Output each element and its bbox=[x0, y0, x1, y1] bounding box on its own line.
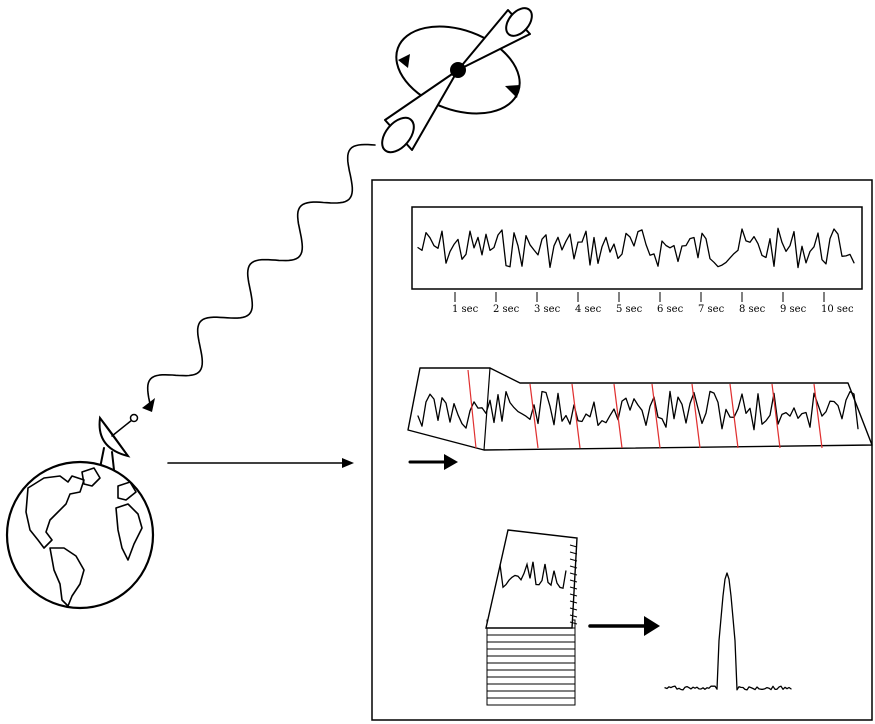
stacked-segments bbox=[485, 529, 578, 706]
time-tick-label: 10 sec bbox=[821, 304, 854, 315]
rotation-arrow-left bbox=[398, 54, 410, 68]
segment-divider bbox=[467, 369, 477, 449]
segmented-signal-strip bbox=[407, 367, 873, 451]
time-tick-label: 6 sec bbox=[657, 304, 684, 315]
raw-signal-box bbox=[411, 206, 863, 290]
earth-globe-icon bbox=[5, 460, 155, 610]
time-tick-label: 2 sec bbox=[493, 304, 520, 315]
segment-divider bbox=[729, 383, 739, 449]
right-arrow-icon bbox=[167, 458, 354, 468]
time-tick-label: 9 sec bbox=[780, 304, 807, 315]
pulsar-core bbox=[450, 62, 466, 78]
stack-top-trace bbox=[499, 561, 567, 590]
time-tick-label: 3 sec bbox=[534, 304, 561, 315]
time-tick-label: 7 sec bbox=[698, 304, 725, 315]
segment-divider bbox=[691, 383, 701, 449]
satellite-icon bbox=[381, 7, 533, 154]
segment-divider bbox=[613, 383, 623, 449]
time-tick-label: 8 sec bbox=[739, 304, 766, 315]
wavy-signal-arrow bbox=[142, 143, 376, 412]
frequency-spectrum-peak bbox=[664, 572, 792, 691]
fold-arrow-icon bbox=[588, 616, 660, 636]
segment-divider bbox=[651, 383, 661, 449]
time-tick-label: 5 sec bbox=[616, 304, 643, 315]
step-arrow-icon bbox=[408, 454, 458, 470]
segment-divider bbox=[813, 383, 823, 449]
segment-divider bbox=[571, 383, 581, 449]
rotation-arrow-right bbox=[505, 85, 520, 98]
raw-signal-trace bbox=[417, 227, 855, 269]
stack-top-card bbox=[485, 529, 578, 629]
stack-edge-lines bbox=[569, 544, 578, 625]
segment-divider bbox=[771, 383, 781, 449]
segment-divider bbox=[529, 383, 539, 449]
time-axis: 1 sec 2 sec 3 sec 4 sec 5 sec 6 sec 7 sec 8 sec… bbox=[452, 292, 854, 315]
time-tick-label: 4 sec bbox=[575, 304, 602, 315]
dish-antenna-icon bbox=[98, 413, 139, 471]
time-tick-label: 1 sec bbox=[452, 304, 479, 315]
